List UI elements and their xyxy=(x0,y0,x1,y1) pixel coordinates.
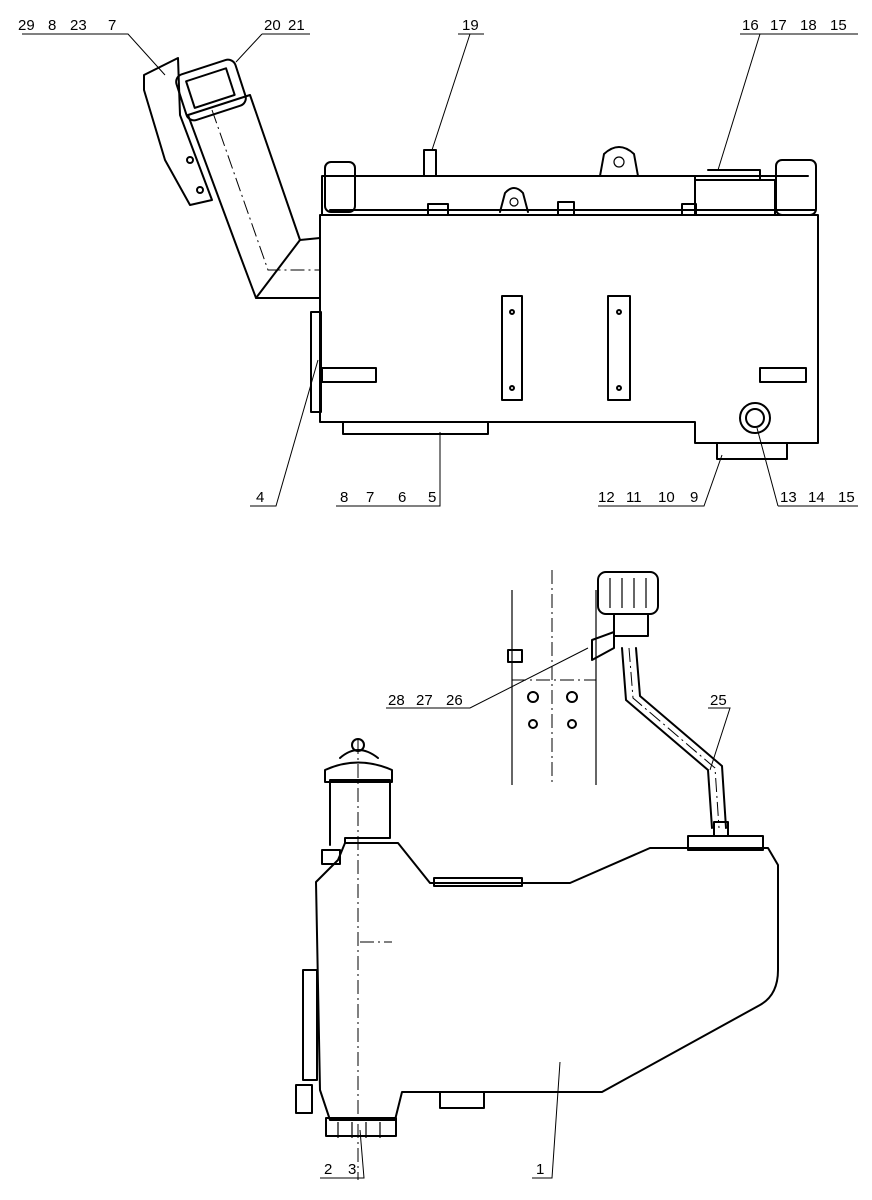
callout-8b: 8 xyxy=(340,489,348,506)
top-rail xyxy=(321,175,816,216)
breather-cap xyxy=(597,571,659,615)
strap-1 xyxy=(501,295,523,401)
bracket-arm xyxy=(591,631,615,661)
callout-7b: 7 xyxy=(366,489,374,506)
lug-hole-right xyxy=(613,156,625,168)
callout-21: 21 xyxy=(288,17,305,34)
breather-inner xyxy=(185,67,236,109)
strap-2 xyxy=(607,295,631,401)
lifting-lug-center xyxy=(499,187,529,213)
callout-27: 27 xyxy=(416,692,433,709)
bracket-left xyxy=(321,367,377,383)
side-view xyxy=(295,570,779,1180)
vent-tube xyxy=(621,647,727,829)
callout-20: 20 xyxy=(264,17,281,34)
callout-13: 13 xyxy=(780,489,797,506)
callout-19: 19 xyxy=(462,17,479,34)
pipe-bend xyxy=(255,239,301,299)
callout-25: 25 xyxy=(710,692,727,709)
callout-11: 11 xyxy=(626,489,642,506)
tank-body-side xyxy=(315,842,779,1121)
callout-15a: 15 xyxy=(830,17,847,34)
callout-3: 3 xyxy=(348,1161,356,1178)
top-flange xyxy=(433,877,523,887)
top-view xyxy=(143,57,819,460)
callout-10: 10 xyxy=(658,489,675,506)
callout-26: 26 xyxy=(446,692,463,709)
callout-labels: 29 8 23 7 20 21 19 16 17 18 15 4 8 7 6 5… xyxy=(18,17,855,1178)
intake-pipe xyxy=(187,94,321,299)
callout-18: 18 xyxy=(800,17,817,34)
callout-9: 9 xyxy=(690,489,698,506)
lifting-lug-right xyxy=(599,146,639,177)
lug-hole-center xyxy=(509,197,519,207)
pipe-centerline xyxy=(211,109,320,271)
callout-16: 16 xyxy=(742,17,759,34)
rail-end-left xyxy=(324,161,356,213)
breather-head xyxy=(175,58,247,122)
side-mount-left xyxy=(310,311,322,413)
bracket-right xyxy=(759,367,807,383)
tank-body-top xyxy=(319,214,819,444)
callout-15b: 15 xyxy=(838,489,855,506)
callout-29: 29 xyxy=(18,17,35,34)
drain-plug-inner xyxy=(745,408,765,428)
mount-plate xyxy=(143,57,213,206)
callout-6: 6 xyxy=(398,489,406,506)
callout-2: 2 xyxy=(324,1161,332,1178)
callout-23: 23 xyxy=(70,17,87,34)
rail-end-right xyxy=(775,159,817,216)
side-strap xyxy=(302,969,318,1081)
bottom-flange-b xyxy=(439,1091,485,1109)
callout-12: 12 xyxy=(598,489,615,506)
breather-neck xyxy=(613,613,649,637)
leaders xyxy=(22,33,858,1179)
top-bolt-2 xyxy=(557,201,575,216)
bottom-flange-left xyxy=(342,421,489,435)
sensor-19 xyxy=(423,149,437,177)
bottom-flange-right xyxy=(716,442,788,460)
callout-1: 1 xyxy=(536,1161,544,1178)
filler-neck xyxy=(329,779,391,846)
top-bolt-1 xyxy=(427,203,449,216)
callout-7a: 7 xyxy=(108,17,116,34)
callout-14: 14 xyxy=(808,489,825,506)
callout-28: 28 xyxy=(388,692,405,709)
filler-block xyxy=(694,169,776,216)
drain-plug-outer xyxy=(739,402,771,434)
callout-4: 4 xyxy=(256,489,264,506)
callout-8a: 8 xyxy=(48,17,56,34)
callout-5: 5 xyxy=(428,489,436,506)
callout-17: 17 xyxy=(770,17,787,34)
